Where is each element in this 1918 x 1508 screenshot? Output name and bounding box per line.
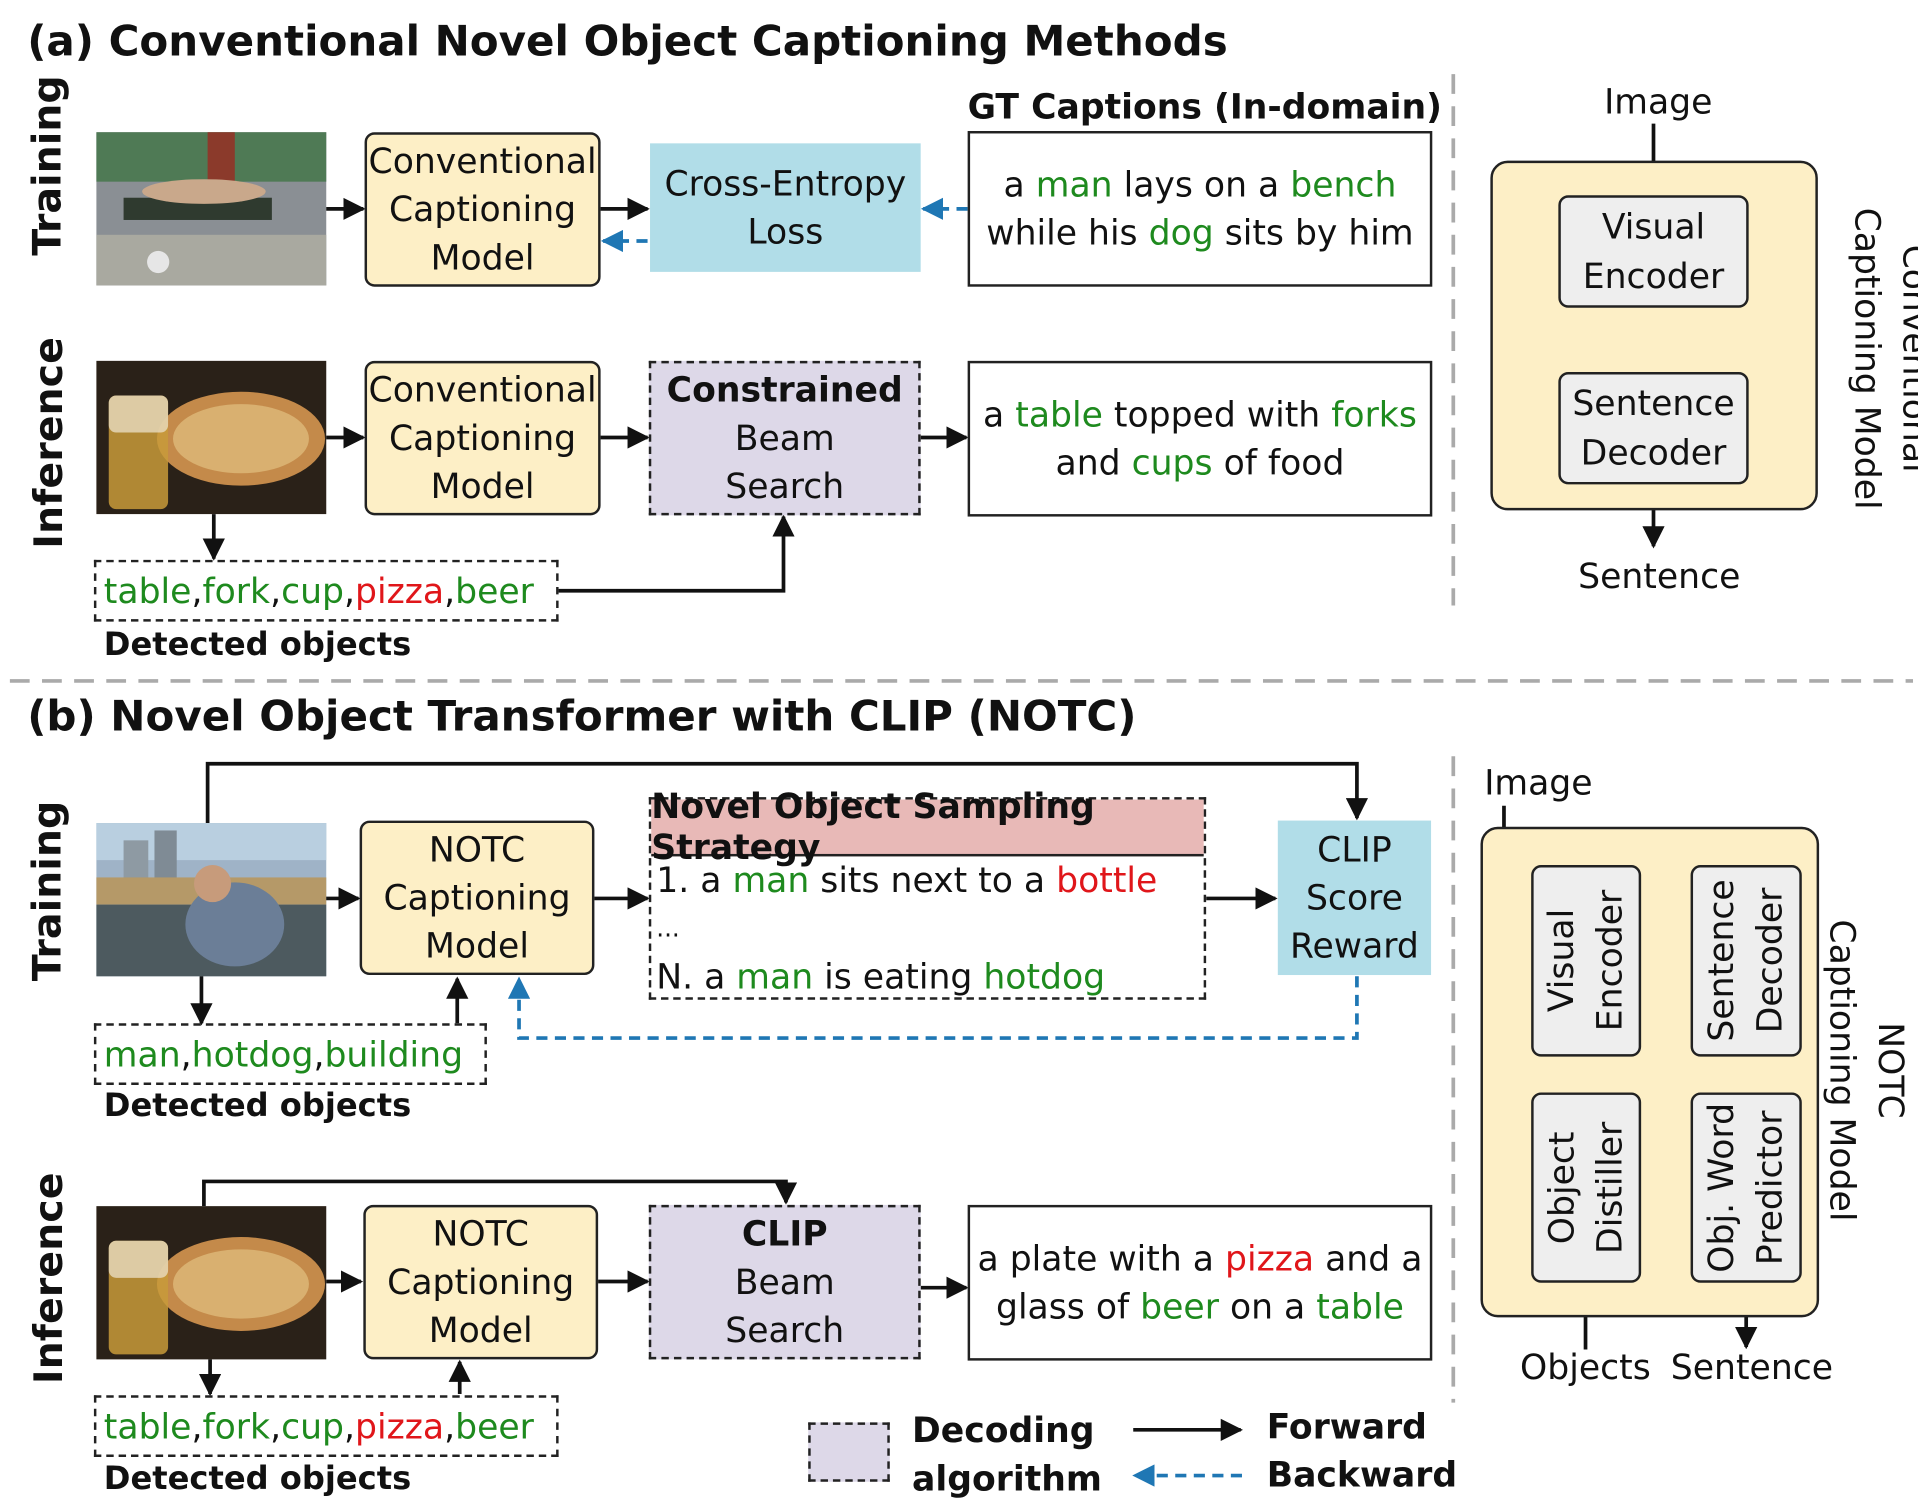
encoder-line-2: Encoder (1589, 890, 1631, 1032)
gt-caption-line-2: while his dog sits by him (986, 212, 1414, 254)
side-b-sentence-label: Sentence (1670, 1347, 1834, 1388)
photo-pizza-table-b (96, 1206, 327, 1360)
section-a-training-label: Training (23, 75, 71, 256)
side-b-object-distiller: Object Distiller (1531, 1092, 1642, 1283)
side-b-obj-word-predictor: Obj. Word Predictor (1690, 1092, 1802, 1283)
side-b-image-label: Image (1484, 762, 1593, 804)
inference-caption-line-2: and cups of food (1055, 442, 1345, 484)
model-line-3: Model (428, 1310, 533, 1351)
constrained-beam-search-box: Constrained Beam Search (648, 360, 921, 516)
inference-caption-line-1: a plate with a pizza and a (977, 1238, 1423, 1279)
side-b-model-title-line-1: NOTC (1869, 1021, 1911, 1119)
legend-decoding-swatch (808, 1422, 890, 1482)
section-b-training-label: Training (23, 800, 71, 982)
photo-man-on-bench (96, 132, 327, 286)
inference-caption-line-1: a table topped with forks (983, 393, 1417, 435)
encoder-line-1: Visual (1541, 909, 1583, 1013)
side-a-sentence-label: Sentence (1578, 556, 1741, 597)
model-line-2: Captioning (389, 188, 577, 230)
legend-backward-label: Backward (1266, 1454, 1458, 1496)
model-line-1: Conventional (368, 369, 597, 410)
sample-n: N. a man is eating hotdog (656, 956, 1106, 998)
clip-beam-search-box: CLIP Beam Search (648, 1204, 921, 1360)
model-line-3: Model (430, 466, 535, 507)
decoder-line-2: Beam (734, 1261, 835, 1303)
legend-decoding-label: Decoding algorithm (912, 1406, 1102, 1502)
side-a-model-title-line-2: Captioning Model (1846, 207, 1888, 510)
loss-line-1: Cross-Entropy (664, 162, 907, 204)
sample-1: 1. a man sits next to a bottle (656, 860, 1158, 901)
legend-decoding-line-2: algorithm (912, 1458, 1102, 1500)
predictor-line-1: Obj. Word (1701, 1102, 1743, 1273)
reward-line-3: Reward (1290, 925, 1419, 967)
model-line-3: Model (430, 237, 535, 279)
predictor-line-2: Predictor (1749, 1110, 1791, 1265)
loss-line-2: Loss (747, 211, 824, 253)
encoder-line-1: Visual (1601, 206, 1706, 248)
reward-line-1: CLIP (1317, 828, 1392, 870)
decoder-line-1: Sentence (1701, 879, 1743, 1042)
model-line-1: NOTC (428, 828, 526, 870)
side-b-objects-label: Objects (1520, 1347, 1651, 1388)
decoder-line-2: Decoder (1580, 431, 1727, 473)
side-a-sentence-decoder: Sentence Decoder (1558, 371, 1749, 485)
distiller-line-1: Object (1541, 1131, 1583, 1244)
side-b-sentence-decoder: Sentence Decoder (1690, 865, 1802, 1057)
detected-objects-box-b-inference: table, fork, cup, pizza, beer (93, 1395, 559, 1458)
detected-objects-label-a: Detected objects (103, 626, 412, 664)
decoder-line-2: Beam (734, 417, 835, 459)
side-b-visual-encoder: Visual Encoder (1531, 865, 1642, 1057)
reward-line-2: Score (1305, 877, 1403, 919)
sampling-strategy-box: Novel Object Sampling Strategy 1. a man … (648, 786, 1207, 1000)
side-b-model-title-line-2: Captioning Model (1821, 919, 1863, 1222)
photo-pizza-table-a (96, 360, 327, 515)
section-a-inference-label: Inference (24, 337, 72, 549)
notc-captioning-model-inference: NOTC Captioning Model (363, 1204, 599, 1360)
side-a-model-title-line-1: Conventional (1894, 244, 1918, 473)
model-line-2: Captioning (389, 417, 577, 459)
inference-caption-box-b: a plate with a pizza and a glass of beer… (967, 1204, 1433, 1361)
side-a-model-title: Conventional Captioning Model (1730, 207, 1918, 509)
inference-caption-box-a: a table topped with forks and cups of fo… (967, 360, 1433, 517)
clip-score-reward-box: CLIP Score Reward (1277, 820, 1432, 976)
photo-man-eating-hotdog (96, 823, 327, 977)
sample-ellipsis: ... (656, 913, 680, 943)
cross-entropy-loss-box: Cross-Entropy Loss (650, 143, 921, 272)
inference-caption-line-2: glass of beer on a table (995, 1286, 1404, 1328)
detected-objects-label-b-training: Detected objects (103, 1087, 412, 1125)
decoder-line-3: Search (725, 466, 845, 507)
decoder-line-1: CLIP (741, 1213, 828, 1254)
model-line-3: Model (425, 925, 529, 967)
sampling-strategy-header: Novel Object Sampling Strategy (651, 786, 1204, 868)
notc-captioning-model-training: NOTC Captioning Model (359, 820, 595, 976)
model-line-1: Conventional (368, 140, 597, 182)
distiller-line-2: Distiller (1589, 1121, 1631, 1254)
model-line-2: Captioning (387, 1261, 575, 1303)
decoder-line-2: Decoder (1749, 888, 1791, 1034)
side-a-image-label: Image (1604, 81, 1713, 123)
legend-decoding-line-1: Decoding (912, 1410, 1095, 1451)
decoder-line-3: Search (725, 1310, 845, 1351)
decoder-line-1: Sentence (1572, 383, 1735, 425)
section-a-title: (a) Conventional Novel Object Captioning… (27, 17, 1228, 67)
model-line-1: NOTC (432, 1213, 529, 1254)
gt-caption-line-1: a man lays on a bench (1003, 164, 1397, 205)
model-line-2: Captioning (383, 877, 571, 919)
gt-caption-box: a man lays on a bench while his dog sits… (967, 130, 1433, 287)
conventional-captioning-model-training: Conventional Captioning Model (364, 132, 601, 287)
detected-objects-box-a: table, fork, cup, pizza, beer (93, 559, 559, 622)
side-a-visual-encoder: Visual Encoder (1558, 195, 1749, 308)
legend-forward-label: Forward (1266, 1406, 1427, 1448)
gt-captions-header: GT Captions (In-domain) (967, 86, 1442, 128)
conventional-captioning-model-inference: Conventional Captioning Model (364, 360, 601, 516)
section-b-title: (b) Novel Object Transformer with CLIP (… (27, 692, 1137, 742)
encoder-line-2: Encoder (1582, 255, 1725, 296)
decoder-line-1: Constrained (666, 369, 903, 410)
side-b-model-title: NOTC Captioning Model (1705, 919, 1918, 1221)
section-b-inference-label: Inference (24, 1172, 72, 1385)
detected-objects-box-b-training: man, hotdog, building (93, 1023, 487, 1086)
detected-objects-label-b-inference: Detected objects (103, 1460, 412, 1498)
